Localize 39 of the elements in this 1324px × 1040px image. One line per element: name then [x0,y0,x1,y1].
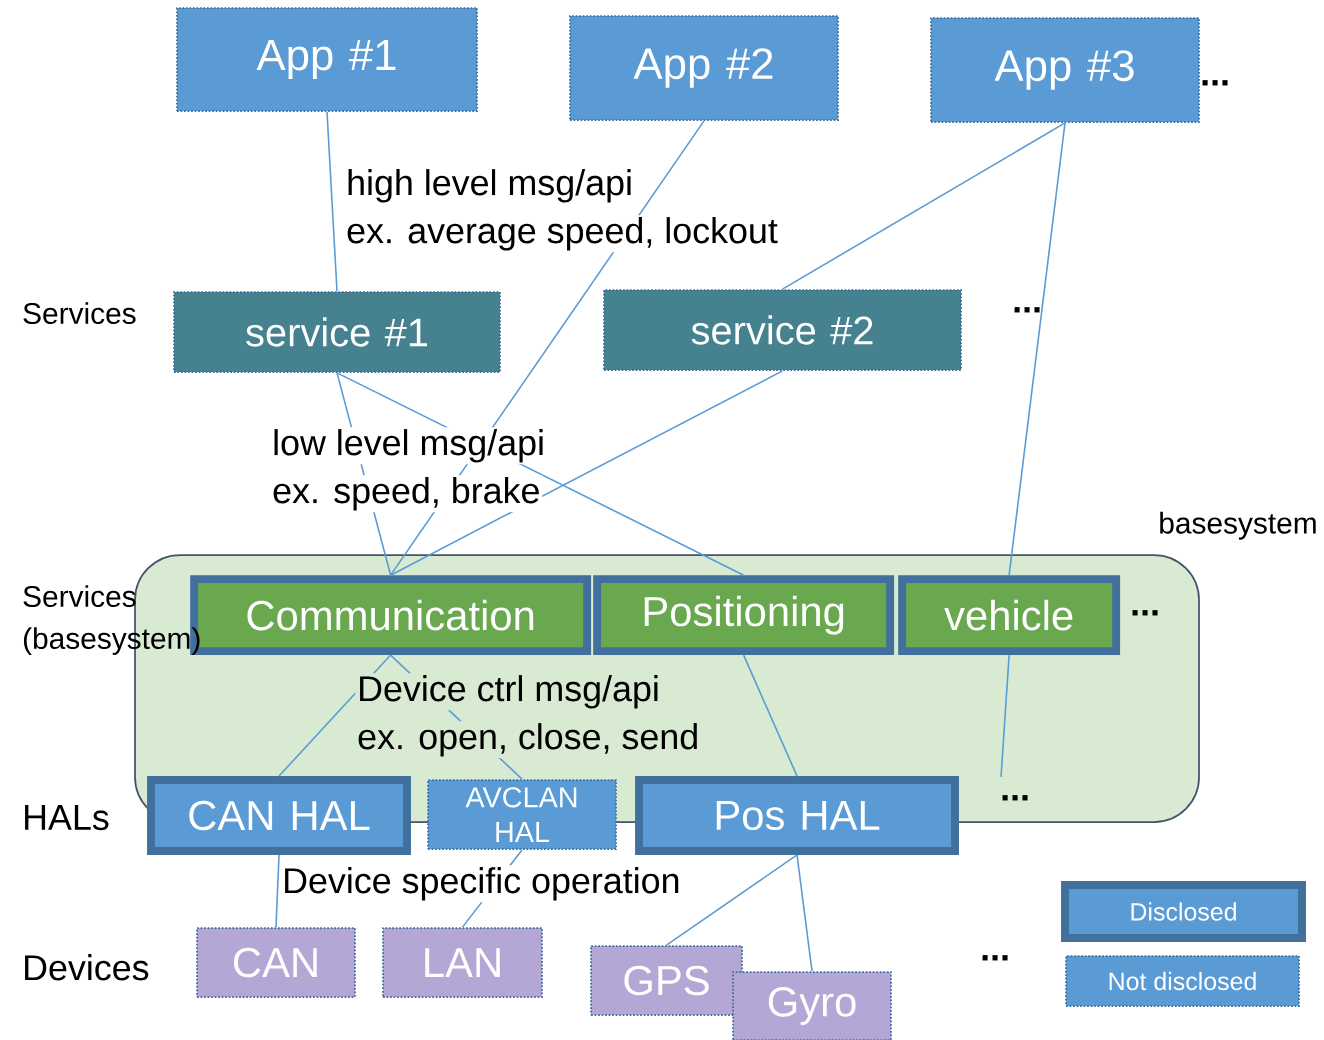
connector-line [1008,122,1066,576]
legend-item: Disclosed [1061,881,1306,942]
service-box: vehicle [898,575,1121,656]
service-box: service #1 [173,291,501,373]
connector-line [389,370,784,576]
legend-item: Not disclosed [1065,955,1300,1007]
connector-line [665,854,798,946]
connector-line [1000,654,1010,778]
app-box: App #2 [569,15,839,121]
hal-box: Pos HAL [635,776,959,855]
hal-box: CAN HAL [147,776,411,855]
annotation-text: ex. speed, brake [270,475,543,513]
hal-box: AVCLAN HAL [427,779,617,850]
connector-line [742,654,798,777]
layer-label: HALs [25,805,109,831]
device-box: GPS [590,945,743,1016]
device-box: CAN [196,927,356,998]
connector-line [796,854,813,972]
device-box: LAN [382,927,543,998]
layer-label: Devices [25,954,149,981]
annotation-text: Device specific operation [280,865,683,903]
annotation-text: low level msg/api [270,427,547,465]
node-label: basesystem [1160,511,1316,540]
layer-label: Services [23,302,136,325]
connector-line [326,111,338,292]
ellipsis: ... [1002,795,1028,801]
service-box: Positioning [593,575,895,656]
device-box: Gyro [732,971,892,1040]
service-box: service #2 [603,289,962,371]
ellipsis: ... [1014,307,1040,313]
annotation-text: Device ctrl msg/api [355,673,662,711]
ellipsis: ... [982,955,1008,961]
connector-line [275,854,280,928]
annotation-text: ex. open, close, send [355,721,701,759]
app-box: App #3 [930,17,1200,123]
annotation-text: ex. average speed, lockout [344,215,780,253]
connector-line [781,122,1066,290]
annotation-text: high level msg/api [344,167,635,205]
app-box: App #1 [176,7,478,112]
